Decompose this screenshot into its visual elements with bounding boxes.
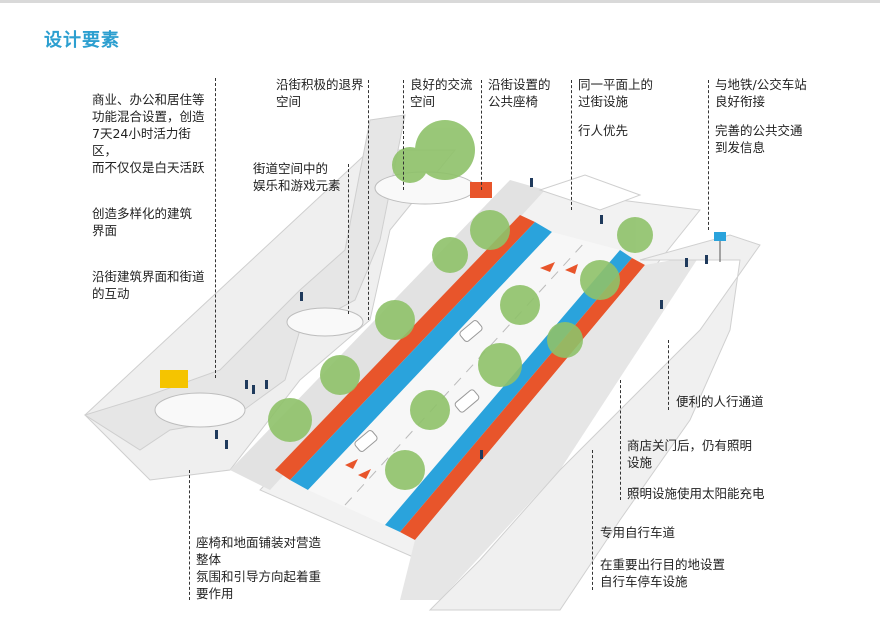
lane-arrows [345, 262, 578, 479]
leader-line-bike [592, 450, 593, 590]
bus-lane-left [290, 222, 552, 490]
annotation-walkway: 便利的人行通道 [676, 394, 764, 409]
bus-lane-right [385, 250, 632, 532]
annotation-solar-lighting: 照明设施使用太阳能充电 [627, 486, 765, 501]
kiosk-red [470, 182, 492, 198]
leader-line-circulation [403, 80, 404, 190]
annotation-bike-parking: 在重要出行目的地设置 自行车停车设施 [600, 557, 726, 589]
leader-line-night-lighting [620, 380, 621, 500]
kiosk-yellow [160, 370, 188, 388]
leader-line-seating [481, 80, 482, 190]
annotation-transit-link: 与地铁/公交车站 良好衔接 [715, 77, 807, 109]
annotation-facade-interaction: 沿街建筑界面和街道 的互动 [92, 269, 205, 301]
annotation-left-block: 商业、办公和居住等 功能混合设置，创造 7天24小时活力街 区， 而不仅仅是白天… [92, 74, 242, 331]
crosswalk-top [538, 174, 642, 211]
leader-line-setback [368, 80, 369, 320]
lane-divider [344, 241, 586, 506]
leader-line-crossing [571, 80, 572, 210]
annotation-night-lighting: 商店关门后，仍有照明 设施 [627, 438, 753, 470]
annotation-diverse-facades: 创造多样化的建筑 界面 [92, 206, 193, 238]
leader-line-entertainment [348, 164, 349, 314]
leader-line-paving [189, 470, 190, 600]
top-divider [0, 0, 880, 3]
annotation-entertainment: 街道空间中的 娱乐和游戏元素 [253, 161, 341, 193]
page-title: 设计要素 [44, 30, 120, 51]
annotation-paving: 座椅和地面铺装对营造 整体 氛围和引导方向起着重 要作用 [196, 535, 322, 601]
annotation-mixed-use: 商业、办公和居住等 功能混合设置，创造 7天24小时活力街 区， 而不仅仅是白天… [92, 92, 205, 175]
bike-lane-right [400, 258, 645, 540]
annotation-bike-lane: 专用自行车道 [600, 525, 676, 540]
plaza-circle-3 [374, 171, 476, 205]
cars [354, 320, 483, 452]
right-sidewalk [400, 255, 700, 600]
plaza-circle-2 [286, 307, 364, 337]
annotation-pedestrian-priority: 行人优先 [578, 123, 629, 138]
leader-line-transit [708, 80, 709, 230]
annotation-circulation: 良好的交流 空间 [410, 77, 473, 109]
bus-stop-sign [714, 232, 726, 241]
leader-line-walkway [668, 340, 669, 410]
annotation-crossing: 同一平面上的 过街设施 [578, 77, 654, 109]
annotation-transit-info: 完善的公共交通 到发信息 [715, 123, 803, 155]
street-trees [268, 120, 653, 490]
carriageway [308, 232, 620, 525]
plaza-circle-1 [154, 392, 246, 428]
right-ground [428, 234, 761, 611]
bike-lane-left [275, 215, 535, 480]
leader-line-left-block [215, 78, 216, 378]
pedestrians [215, 178, 708, 459]
annotation-seating: 沿街设置的 公共座椅 [488, 77, 551, 109]
annotation-setback: 沿街积极的退界 空间 [276, 77, 364, 109]
